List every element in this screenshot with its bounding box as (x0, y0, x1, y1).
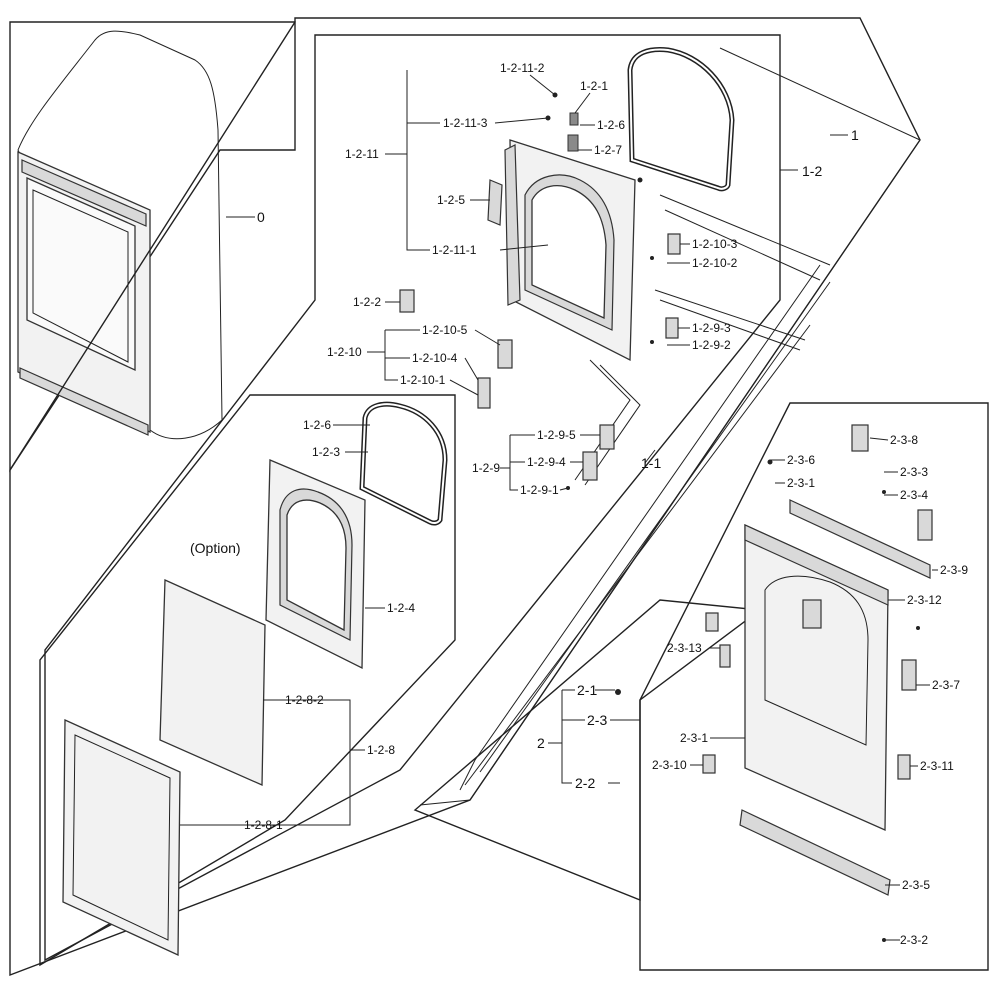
label-2-3-1-top: 2-3-1 (787, 476, 815, 490)
label-1-2-3: 1-2-3 (312, 445, 340, 459)
label-1-2-4: 1-2-4 (387, 601, 415, 615)
label-1: 1 (851, 127, 859, 143)
label-1-2-6-option: 1-2-6 (303, 418, 331, 432)
label-1-2-8: 1-2-8 (367, 743, 395, 757)
label-1-2-11: 1-2-11 (345, 147, 379, 161)
label-1-2-5: 1-2-5 (437, 193, 465, 207)
label-2: 2 (537, 735, 545, 751)
label-2-2: 2-2 (575, 775, 595, 791)
label-2-3-8: 2-3-8 (890, 433, 918, 447)
label-1-2-6-top: 1-2-6 (597, 118, 625, 132)
label-2-3-7: 2-3-7 (932, 678, 960, 692)
label-2-3-2: 2-3-2 (900, 933, 928, 947)
door-glass-inner (159, 579, 266, 786)
label-2-3: 2-3 (587, 712, 607, 728)
panel-control-inner-2-3 (413, 599, 762, 902)
label-1-2-11-1: 1-2-11-1 (432, 243, 477, 257)
panel-door-assembly-1 (9, 17, 921, 977)
label-1-2-10-5: 1-2-10-5 (422, 323, 468, 337)
label-1-2-11-2: 1-2-11-2 (500, 61, 545, 75)
label-2-3-11: 2-3-11 (920, 759, 954, 773)
part-labels: 1 1-2 1-1 1-2-11 1-2-11-2 1-2-11-3 1-2-1… (190, 61, 968, 947)
label-1-2-9-4: 1-2-9-4 (527, 455, 566, 469)
label-1-2-10-1: 1-2-10-1 (400, 373, 446, 387)
label-1-2: 1-2 (802, 163, 822, 179)
label-2-3-3: 2-3-3 (900, 465, 928, 479)
label-2-3-13: 2-3-13 (667, 641, 702, 655)
label-0: 0 (257, 209, 265, 225)
label-2-3-12: 2-3-12 (907, 593, 942, 607)
label-1-2-7: 1-2-7 (594, 143, 622, 157)
inner-door-panel (265, 459, 366, 670)
leader-lines (180, 70, 938, 941)
label-2-3-1-bottom: 2-3-1 (680, 731, 708, 745)
label-1-2-9-5: 1-2-9-5 (537, 428, 576, 442)
label-1-2-9: 1-2-9 (472, 461, 500, 475)
label-2-3-6: 2-3-6 (787, 453, 815, 467)
frame-strips (419, 47, 921, 806)
label-1-2-1: 1-2-1 (580, 79, 608, 93)
control-panel-body (615, 424, 933, 942)
label-1-2-9-3: 1-2-9-3 (692, 321, 731, 335)
label-1-2-9-2: 1-2-9-2 (692, 338, 731, 352)
label-1-2-8-2: 1-2-8-2 (285, 693, 324, 707)
label-1-1: 1-1 (641, 455, 661, 471)
assembled-door-drawing (17, 30, 223, 440)
hinge-parts (399, 233, 681, 490)
panel-option-parts (39, 394, 456, 967)
door-inner-frame (487, 139, 636, 362)
label-1-2-10-4: 1-2-10-4 (412, 351, 458, 365)
label-2-3-9: 2-3-9 (940, 563, 968, 577)
label-2-3-5: 2-3-5 (902, 878, 930, 892)
label-1-2-8-1: 1-2-8-1 (244, 818, 283, 832)
label-2-1: 2-1 (577, 682, 597, 698)
door-gasket-option (359, 401, 448, 526)
small-hardware-top (545, 92, 643, 183)
panel-door-frame-1-2 (44, 34, 781, 962)
door-glass-outer (62, 718, 181, 957)
label-1-2-10: 1-2-10 (327, 345, 362, 359)
label-2-3-10: 2-3-10 (652, 758, 687, 772)
label-1-2-10-3: 1-2-10-3 (692, 237, 738, 251)
label-2-3-4: 2-3-4 (900, 488, 928, 502)
label-1-2-11-3: 1-2-11-3 (443, 116, 488, 130)
panel-assembled-door (9, 21, 296, 473)
label-1-2-2: 1-2-2 (353, 295, 381, 309)
door-gasket-top (627, 47, 735, 192)
label-1-2-9-1: 1-2-9-1 (520, 483, 559, 497)
label-option: (Option) (190, 540, 241, 556)
panel-control-assembly-2 (639, 402, 989, 971)
label-1-2-10-2: 1-2-10-2 (692, 256, 738, 270)
